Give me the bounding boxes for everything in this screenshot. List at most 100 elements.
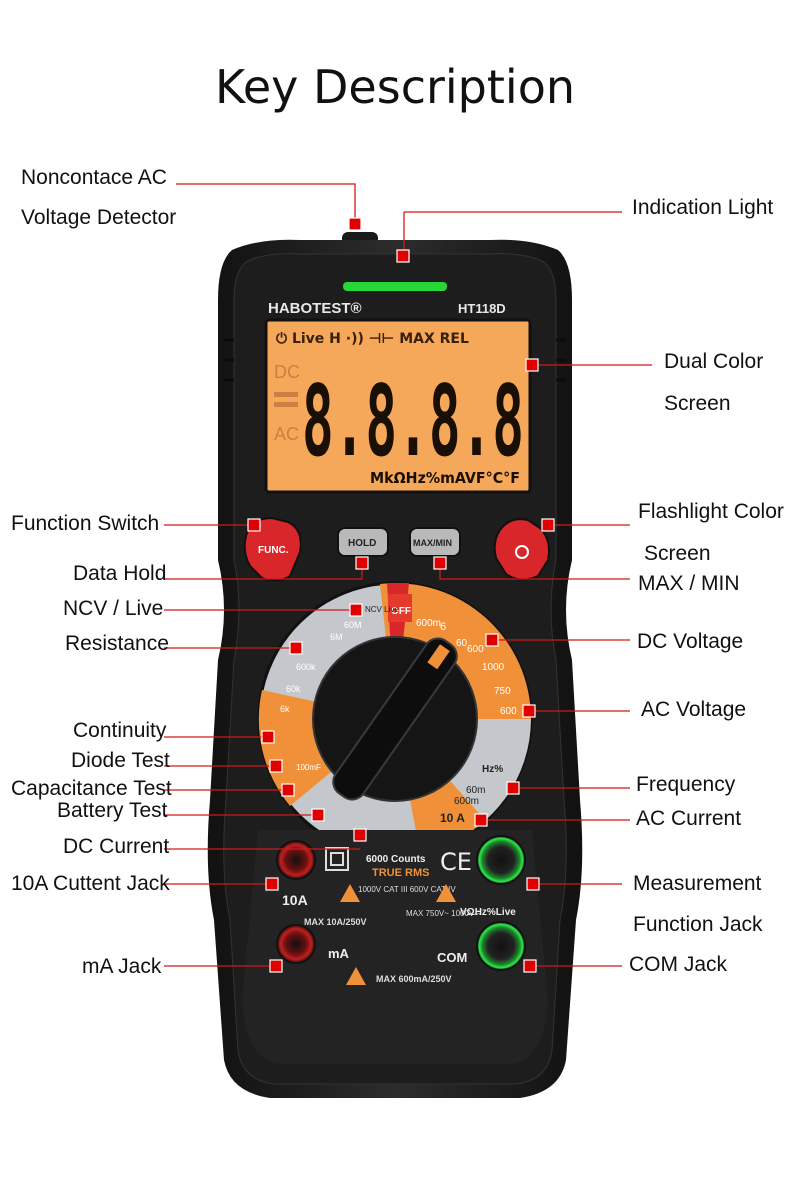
marker-com-jack bbox=[523, 959, 537, 973]
svg-text:NCV Live: NCV Live bbox=[365, 605, 399, 614]
label-dual-color-line1: Dual Color bbox=[664, 350, 764, 373]
label-data-hold: Data Hold bbox=[73, 562, 167, 585]
marker-indication-light bbox=[396, 249, 410, 263]
svg-text:6k: 6k bbox=[280, 704, 290, 714]
label-ac-voltage: AC Voltage bbox=[641, 698, 747, 721]
marker-flashlight bbox=[541, 518, 555, 532]
marker-ac-voltage bbox=[522, 704, 536, 718]
callout-lines bbox=[164, 183, 652, 967]
label-capacitance-test: Capacitance Test bbox=[11, 777, 172, 800]
svg-text:MAX 10A/250V: MAX 10A/250V bbox=[304, 917, 367, 927]
svg-text:CE: CE bbox=[440, 848, 472, 876]
label-continuity: Continuity bbox=[73, 719, 167, 742]
lcd-dc: DC bbox=[274, 362, 300, 382]
label-com-jack: COM Jack bbox=[629, 953, 728, 976]
marker-diode-test bbox=[269, 759, 283, 773]
label-resistance: Resistance bbox=[65, 632, 169, 655]
svg-text:10A: 10A bbox=[282, 892, 308, 908]
svg-text:VΩHz%Live: VΩHz%Live bbox=[460, 907, 516, 918]
svg-text:COM: COM bbox=[437, 950, 467, 965]
label-flashlight-line2: Screen bbox=[644, 542, 711, 565]
label-measurement-line2: Function Jack bbox=[633, 913, 763, 936]
svg-text:MAX 600mA/250V: MAX 600mA/250V bbox=[376, 974, 452, 984]
jack-panel bbox=[242, 830, 548, 1064]
dial-off-pad bbox=[388, 594, 412, 622]
marker-resistance bbox=[289, 641, 303, 655]
lcd-units: MkΩHz%mAVF°C°F bbox=[370, 469, 520, 487]
label-max-min: MAX / MIN bbox=[638, 572, 740, 595]
jack-measurement bbox=[476, 835, 526, 885]
marker-ncv-live bbox=[349, 603, 363, 617]
func-button bbox=[243, 516, 302, 582]
svg-text:FUNC.: FUNC. bbox=[258, 545, 289, 556]
svg-text:MAX/MIN: MAX/MIN bbox=[413, 538, 452, 548]
svg-text:600: 600 bbox=[467, 644, 484, 655]
svg-text:60: 60 bbox=[456, 638, 468, 649]
label-indication-light: Indication Light bbox=[632, 196, 774, 219]
label-ncv-detector-line1: Noncontace AC bbox=[21, 166, 167, 189]
svg-text:6000 Counts: 6000 Counts bbox=[366, 854, 426, 865]
label-function-switch: Function Switch bbox=[11, 512, 160, 535]
svg-text:60m: 60m bbox=[466, 785, 485, 796]
svg-text:60M: 60M bbox=[344, 620, 362, 630]
svg-text:HOLD: HOLD bbox=[348, 538, 376, 549]
svg-text:10 A: 10 A bbox=[440, 811, 465, 825]
marker-frequency bbox=[506, 781, 520, 795]
svg-text:TRUE RMS: TRUE RMS bbox=[372, 867, 429, 879]
svg-text:1000V CAT III 600V CAT IV: 1000V CAT III 600V CAT IV bbox=[358, 885, 456, 894]
marker-ac-current bbox=[474, 813, 488, 827]
label-ncv-detector-line2: Voltage Detector bbox=[21, 206, 177, 229]
svg-text:750: 750 bbox=[494, 686, 511, 697]
knob-pointer bbox=[332, 637, 458, 801]
marker-ma-jack bbox=[269, 959, 283, 973]
svg-text:600k: 600k bbox=[296, 662, 316, 672]
marker-dc-current bbox=[353, 828, 367, 842]
marker-battery-test bbox=[311, 808, 325, 822]
marker-data-hold bbox=[355, 556, 369, 570]
brand-text: HABOTEST® bbox=[268, 300, 362, 317]
model-text: HT118D bbox=[458, 301, 506, 316]
indication-light-bar bbox=[343, 282, 447, 291]
svg-text:MAX 750V~ 1000V⎓: MAX 750V~ 1000V⎓ bbox=[406, 909, 481, 918]
svg-text:60k: 60k bbox=[286, 684, 301, 694]
marker-10a-jack bbox=[265, 877, 279, 891]
lcd-icons: ⏻ Live H ·)) ⊣⊢ MAX REL bbox=[276, 331, 469, 347]
svg-text:600: 600 bbox=[500, 706, 517, 717]
svg-text:600m: 600m bbox=[454, 796, 479, 807]
marker-dc-voltage bbox=[485, 633, 499, 647]
label-dual-color-line2: Screen bbox=[664, 392, 731, 415]
svg-text:6M: 6M bbox=[330, 632, 343, 642]
marker-max-min bbox=[433, 556, 447, 570]
jack-ma bbox=[276, 924, 316, 964]
label-ma-jack: mA Jack bbox=[82, 955, 162, 978]
marker-measurement-jack bbox=[526, 877, 540, 891]
lcd-screen bbox=[264, 318, 532, 494]
jack-com bbox=[476, 921, 526, 971]
svg-text:1000: 1000 bbox=[482, 662, 505, 673]
svg-text:100mF: 100mF bbox=[296, 763, 321, 772]
maxmin-button bbox=[409, 527, 461, 557]
svg-text:mA: mA bbox=[328, 946, 350, 961]
lcd-digits: 8.8.8.8 bbox=[302, 365, 524, 479]
label-diode-test: Diode Test bbox=[71, 749, 170, 772]
marker-dual-color-screen bbox=[525, 358, 539, 372]
label-flashlight-line1: Flashlight Color bbox=[638, 500, 784, 523]
callout-markers bbox=[247, 217, 555, 973]
hold-button bbox=[337, 527, 389, 557]
label-ac-current: AC Current bbox=[636, 807, 742, 830]
svg-text:600m: 600m bbox=[416, 618, 441, 629]
jack-10a bbox=[276, 840, 316, 880]
flashlight-button bbox=[493, 518, 550, 581]
marker-capacitance bbox=[281, 783, 295, 797]
marker-ncv-detector bbox=[348, 217, 362, 231]
page-title: Key Description bbox=[214, 60, 575, 114]
label-10a-jack: 10A Cuttent Jack bbox=[11, 872, 170, 895]
svg-text:OFF: OFF bbox=[391, 606, 411, 617]
svg-text:Hz%: Hz% bbox=[482, 764, 503, 775]
label-battery-test: Battery Test bbox=[57, 799, 168, 822]
label-measurement-line1: Measurement bbox=[633, 872, 762, 895]
label-dc-current: DC Current bbox=[63, 835, 170, 858]
marker-continuity bbox=[261, 730, 275, 744]
marker-function-switch bbox=[247, 518, 261, 532]
